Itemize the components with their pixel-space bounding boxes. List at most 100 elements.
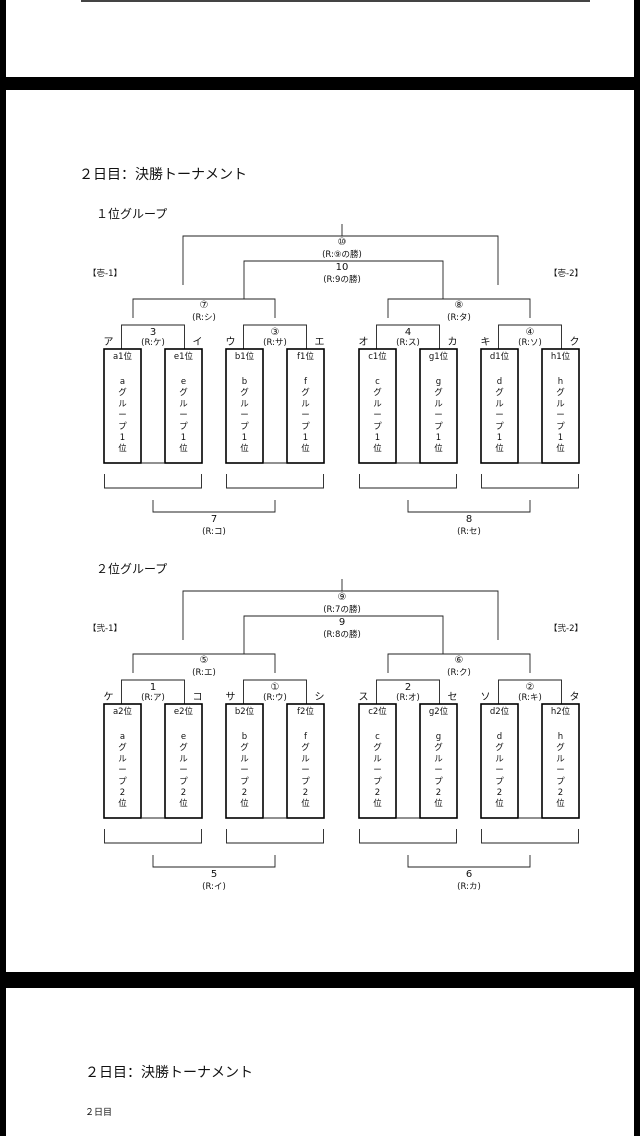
team-box-vertical-char: ル xyxy=(373,399,382,409)
semi-right-number: ⑧ xyxy=(455,300,464,311)
team-box-vertical-char: c xyxy=(375,732,380,742)
pair-bracket xyxy=(243,679,307,705)
lower-pair-bracket xyxy=(104,829,202,844)
table-bottom-border xyxy=(81,0,590,2)
lower-left-ref: (R:コ) xyxy=(202,527,226,537)
match-ref: (R:ケ) xyxy=(141,338,165,348)
lower-left-bracket xyxy=(152,855,276,868)
match-ref: (R:サ) xyxy=(263,338,287,348)
team-box-vertical-char: ル xyxy=(495,399,504,409)
team-box-vertical-char: ル xyxy=(118,754,127,764)
pair-bracket xyxy=(376,679,440,705)
team-box-left xyxy=(480,348,519,464)
team-box-vertical-char: ル xyxy=(240,399,249,409)
team-box-vertical-char: プ xyxy=(118,422,127,432)
match-number: ③ xyxy=(271,327,280,338)
team-box-vertical-char: プ xyxy=(301,777,310,787)
final-inner-bracket xyxy=(243,260,444,299)
lower-pair-bracket xyxy=(226,829,324,844)
lower-pair-bracket xyxy=(104,474,202,489)
team-box-left xyxy=(225,348,264,464)
team-box-label: h2位 xyxy=(551,706,571,717)
team-box-right xyxy=(286,703,325,819)
team-box-label: g2位 xyxy=(429,706,449,717)
pair-bracket xyxy=(498,324,562,350)
slot-label-left: キ xyxy=(481,337,491,348)
next-page-heading: ２日目：決勝トーナメント xyxy=(85,1065,253,1081)
slot-label-left: ソ xyxy=(481,692,491,703)
slot-label-right: コ xyxy=(193,692,203,703)
team-box-vertical-char: ー xyxy=(556,766,565,776)
team-box-vertical-char: 1 xyxy=(120,433,125,443)
team-box-vertical-char: プ xyxy=(434,422,443,432)
lower-left-ref: (R:イ) xyxy=(202,882,226,892)
lower-pair-bracket xyxy=(359,829,457,844)
team-box-vertical-char: ル xyxy=(495,754,504,764)
slot-label-right: エ xyxy=(315,337,325,348)
team-box-vertical-char: グ xyxy=(240,742,249,753)
team-box-vertical-char: 位 xyxy=(118,798,127,809)
team-box-vertical-char: 2 xyxy=(375,788,380,798)
team-box-vertical-char: プ xyxy=(434,777,443,787)
team-box-vertical-char: ー xyxy=(556,411,565,421)
team-box-vertical-char: グ xyxy=(495,387,504,398)
slot-label-right: カ xyxy=(448,336,458,348)
match-number: 2 xyxy=(405,682,411,693)
match-ref: (R:ス) xyxy=(396,338,420,348)
group-title: ２位グループ xyxy=(96,561,167,576)
team-box-vertical-char: 1 xyxy=(303,433,308,443)
next-page-caption: ２日目 xyxy=(85,1108,113,1118)
team-box-label: a1位 xyxy=(113,351,133,362)
team-box-vertical-char: 2 xyxy=(436,788,441,798)
team-box-vertical-char: プ xyxy=(301,422,310,432)
pair-bracket xyxy=(376,324,440,350)
match-number: 4 xyxy=(405,327,411,338)
team-box-vertical-char: ー xyxy=(118,766,127,776)
team-box-left xyxy=(358,703,397,819)
team-box-vertical-char: f xyxy=(304,377,308,387)
team-box-vertical-char: ル xyxy=(118,399,127,409)
team-box-vertical-char: 位 xyxy=(373,443,382,454)
lower-left-bracket xyxy=(152,500,276,513)
side-label-right: 【壱-2】 xyxy=(549,268,583,279)
team-box-vertical-char: ー xyxy=(434,411,443,421)
team-box-label: g1位 xyxy=(429,351,449,362)
semi-right-bracket xyxy=(387,653,531,673)
team-box-vertical-char: 2 xyxy=(181,788,186,798)
lower-pair-bracket xyxy=(226,474,324,489)
semi-left-ref: (R:エ) xyxy=(192,668,216,678)
lower-pair-bracket xyxy=(359,474,457,489)
semi-left-bracket xyxy=(132,298,276,318)
team-box-vertical-char: c xyxy=(375,377,380,387)
team-box-right xyxy=(541,348,580,464)
team-box-right xyxy=(164,348,203,464)
team-box-vertical-char: 位 xyxy=(434,798,443,809)
team-box-vertical-char: プ xyxy=(118,777,127,787)
slot-label-right: ク xyxy=(570,336,580,348)
team-box-vertical-char: 位 xyxy=(556,798,565,809)
lower-right-bracket xyxy=(407,500,531,513)
slot-label-left: オ xyxy=(359,336,369,348)
team-box-vertical-char: ル xyxy=(434,754,443,764)
team-box-label: h1位 xyxy=(551,351,571,362)
tournament-bracket: ２日目：決勝トーナメント１位グループ⑩(R:⑨の勝)10(R:9の勝)【壱-1】… xyxy=(79,167,583,892)
final-outer-bracket xyxy=(182,590,499,640)
team-box-vertical-char: ー xyxy=(240,411,249,421)
team-box-vertical-char: ー xyxy=(301,411,310,421)
team-box-vertical-char: ル xyxy=(434,399,443,409)
team-box-vertical-char: 1 xyxy=(436,433,441,443)
team-box-vertical-char: グ xyxy=(556,742,565,753)
team-box-vertical-char: 位 xyxy=(240,798,249,809)
final-outer-bracket xyxy=(182,235,499,285)
bracket-group: ２位グループ⑨(R:7の勝)9(R:8の勝)【弐-1】【弐-2】⑤(R:エ)⑥(… xyxy=(88,561,583,892)
team-box-vertical-char: 1 xyxy=(497,433,502,443)
team-box-vertical-char: 2 xyxy=(497,788,502,798)
semi-left-ref: (R:シ) xyxy=(192,313,216,323)
final-match-ref: (R:⑨の勝) xyxy=(322,249,362,260)
team-box-vertical-char: ル xyxy=(240,754,249,764)
semi-left-number: ⑤ xyxy=(200,655,209,666)
pair-bracket xyxy=(121,679,185,705)
team-box-label: d2位 xyxy=(490,706,510,717)
pair-bracket xyxy=(243,324,307,350)
